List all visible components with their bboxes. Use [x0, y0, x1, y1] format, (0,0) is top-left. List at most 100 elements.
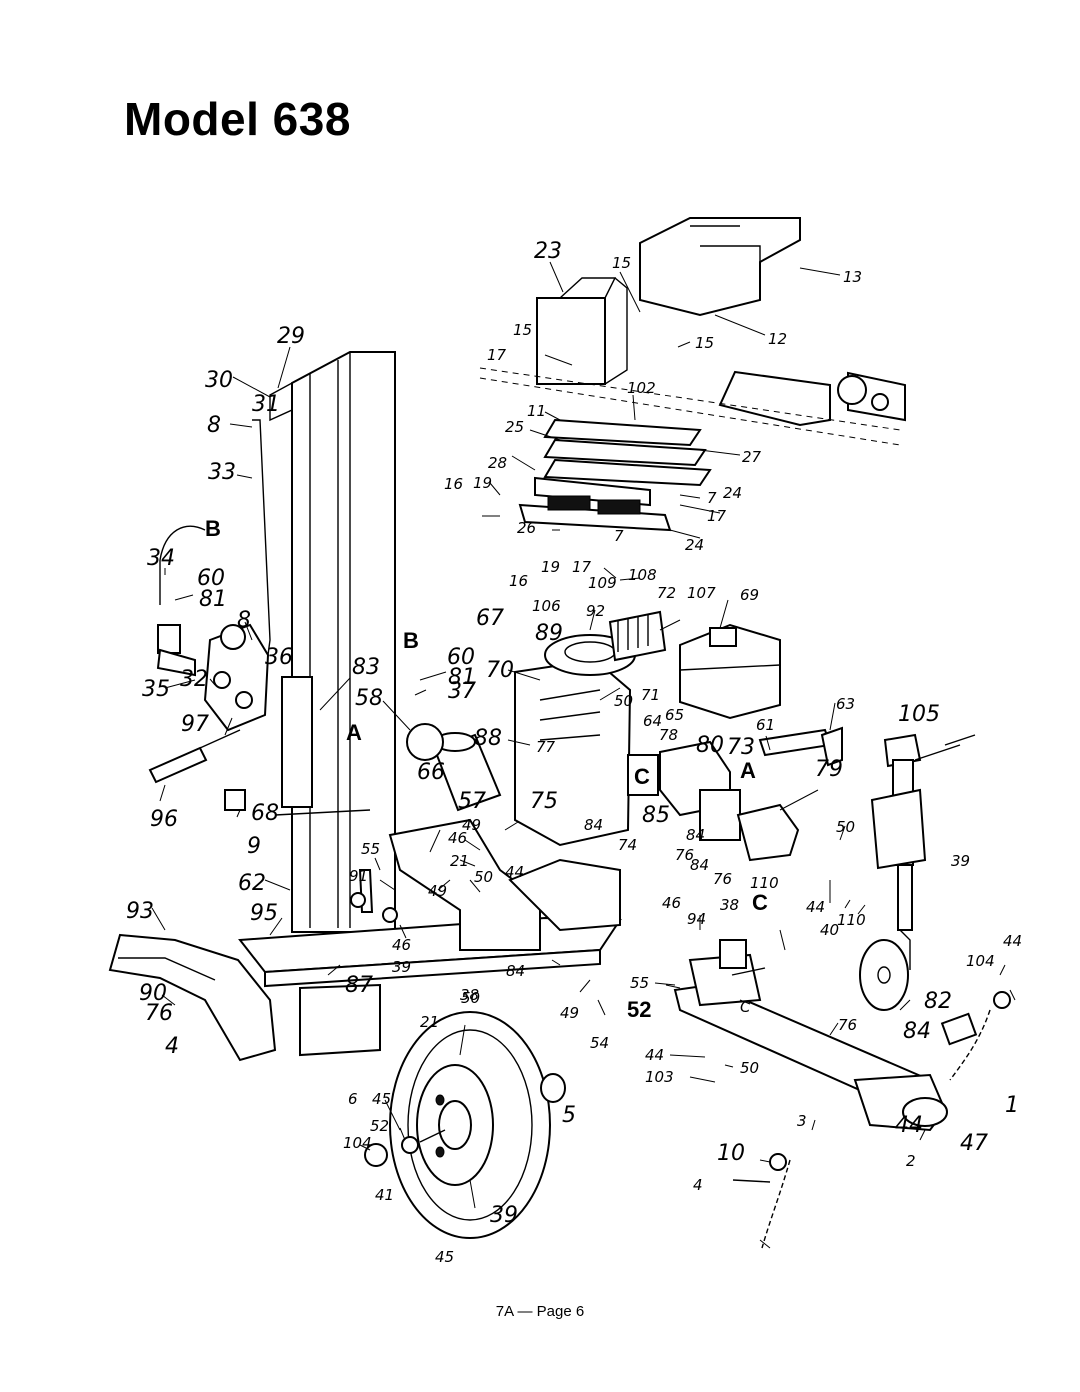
callout: 65	[665, 706, 684, 724]
fender	[108, 933, 277, 1062]
wheel	[364, 1011, 566, 1239]
callout: 50	[740, 1059, 759, 1077]
callout: 60	[447, 645, 475, 670]
callout: 44	[895, 1113, 923, 1138]
callout: 10	[717, 1141, 745, 1166]
callout: C	[752, 890, 768, 915]
callout: 27	[742, 448, 762, 466]
callout: 110	[837, 911, 866, 929]
callout: 12	[768, 330, 787, 348]
callout: 78	[659, 726, 678, 744]
callout: 39	[951, 852, 970, 870]
callout: 76	[838, 1016, 857, 1034]
callout: 81	[199, 587, 227, 612]
callout: 32	[180, 667, 208, 692]
callout: 37	[448, 679, 476, 704]
callout: 74	[618, 836, 637, 854]
callout: 46	[448, 829, 467, 847]
callout: 44	[505, 863, 524, 881]
callout: 84	[903, 1019, 931, 1044]
callout: 55	[361, 840, 380, 858]
drawing	[108, 217, 1016, 1249]
callout: 92	[586, 602, 605, 620]
callout: 24	[723, 484, 742, 502]
callout: 68	[251, 801, 279, 826]
callout: 4	[165, 1034, 179, 1059]
callout: 2	[906, 1152, 916, 1170]
callout: 62	[238, 871, 266, 896]
callout: 54	[590, 1034, 609, 1052]
callout: 61	[756, 716, 775, 734]
callout: 103	[645, 1068, 674, 1086]
callout: 49	[560, 1004, 579, 1022]
callout: 72	[657, 584, 676, 602]
callout: 67	[476, 606, 504, 631]
callout: 17	[487, 346, 507, 364]
callout: 63	[836, 695, 855, 713]
base-frame	[238, 809, 622, 1057]
callout: 38	[720, 896, 739, 914]
hydraulic-valve	[148, 525, 270, 811]
callout-labels: 23 15 13 12 29 15 15 30 17 102 31 8 11 2…	[126, 239, 1022, 1266]
callout: 49	[428, 882, 447, 900]
callout: 7	[707, 489, 717, 507]
callout: 15	[695, 334, 714, 352]
callout: 104	[343, 1134, 372, 1152]
callout: 7	[614, 527, 624, 545]
callout: 90	[139, 981, 167, 1006]
callout: 71	[641, 686, 660, 704]
callout: 85	[642, 803, 670, 828]
safety-chains	[732, 991, 1011, 1249]
callout: 80	[696, 733, 724, 758]
callout: B	[403, 628, 419, 653]
callout: 79	[815, 757, 843, 782]
callout: 50	[474, 868, 493, 886]
callout: 15	[513, 321, 532, 339]
callout: 34	[147, 546, 175, 571]
callout: 84	[506, 962, 525, 980]
callout: 106	[532, 597, 561, 615]
callout: 87	[345, 973, 373, 998]
callout: 83	[352, 655, 380, 680]
callout: 6	[348, 1090, 358, 1108]
callout: 15	[612, 254, 631, 272]
callout: 40	[820, 921, 839, 939]
callout: 55	[630, 974, 649, 992]
callout: 49	[462, 816, 481, 834]
callout: 105	[898, 702, 940, 727]
callout: 47	[960, 1131, 988, 1156]
callout: 60	[197, 566, 225, 591]
callout: 93	[126, 899, 154, 924]
callout: 8	[207, 413, 221, 438]
callout: 82	[924, 989, 952, 1014]
callout: 28	[488, 454, 507, 472]
callout: 46	[392, 936, 411, 954]
callout: 66	[417, 760, 445, 785]
callout: 57	[458, 789, 486, 814]
callout: 104	[966, 952, 995, 970]
callout: 35	[142, 677, 170, 702]
page-footer: 7A — Page 6	[495, 1303, 585, 1320]
callout: 39	[392, 958, 411, 976]
callout: 50	[461, 989, 480, 1007]
callout: 110	[750, 874, 779, 892]
beam-column	[252, 351, 396, 933]
callout: 23	[534, 239, 562, 264]
callout: 50	[836, 818, 855, 836]
callout: 84	[686, 826, 705, 844]
callout: 19	[541, 558, 560, 576]
callout: 107	[687, 584, 716, 602]
callout: 8	[237, 608, 251, 633]
callout: 75	[530, 789, 558, 814]
callout: A	[740, 758, 756, 783]
callout: 13	[843, 268, 862, 286]
callout: 45	[372, 1090, 391, 1108]
callout: 45	[435, 1248, 454, 1266]
filter-pump	[406, 723, 843, 862]
callout: 38	[460, 986, 479, 1004]
callout: 102	[627, 379, 656, 397]
callout: 97	[181, 712, 209, 737]
callout: 96	[150, 807, 178, 832]
callout: 26	[517, 519, 536, 537]
